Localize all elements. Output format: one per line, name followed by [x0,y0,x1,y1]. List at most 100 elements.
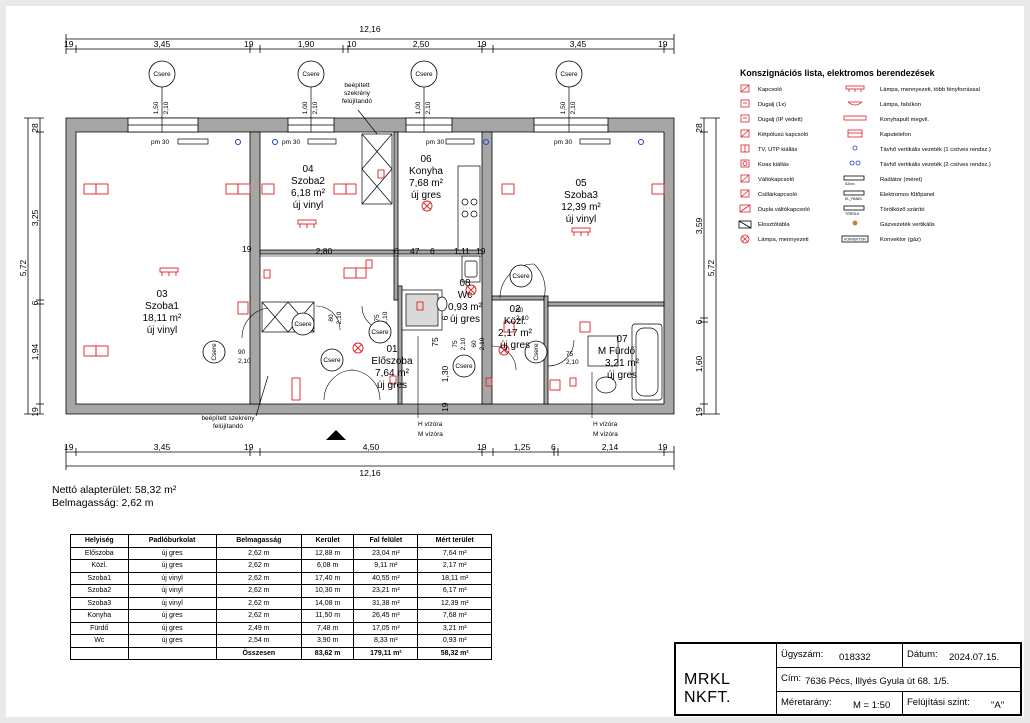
svg-text:7,68 m²: 7,68 m² [409,178,444,189]
room-summary-table: Helyiség Padlóburkolat Belmagasság Kerül… [70,534,492,660]
switch-icon [377,169,385,179]
svg-text:60: 60 [471,340,478,348]
legend-title: Konszignációs lista, elektromos berendez… [740,68,935,78]
floor-plan: 12,16 19 3,45 19 1,90 10 2,50 19 3,45 19… [18,24,991,478]
firm-cell: MRKL NKFT. [675,643,777,715]
table-cell: 179,11 m² [353,646,419,660]
level-label: Felújítási szint: [907,697,970,708]
dim-top-seg: 19 [64,39,74,49]
dimension-top-labels: 12,16 19 3,45 19 1,90 10 2,50 19 3,45 19 [64,24,668,49]
dim-bottom-seg: 19 [244,442,254,452]
ceiling-lamp-icon [352,342,364,354]
note-cabinet-top: szekrény [344,90,371,97]
svg-text:Csere: Csere [512,273,530,280]
dim-left-outer: 5,72 [18,259,28,276]
switch-icon [485,377,493,387]
csere-window-markers: Csere 1,50 2,10 Csere 1,00 2,10 Csere 1,… [148,60,583,132]
csere-door-markers: Csere Csere Csere Csere Csere Csere Cser… [202,264,548,378]
csere-marker: Csere 1,50 2,10 [148,60,176,132]
svg-text:H vízóra: H vízóra [418,421,443,428]
case-value: 018332 [839,652,871,663]
case-cell: Ügyszám: 018332 [776,643,903,668]
svg-text:2,10: 2,10 [312,101,319,114]
dim-bottom-total: 12,16 [359,468,381,478]
note-cabinet-bottom: felújítandó [213,423,243,430]
svg-text:Elektromos fűtőpanel: Elektromos fűtőpanel [880,192,934,198]
dim-right-outer: 5,72 [706,259,716,276]
svg-text:01: 01 [386,344,398,355]
dimension-left [24,117,44,415]
light-icon [159,267,179,276]
col-header: Helyiség [70,534,129,548]
walls [65,117,675,415]
table-cell: 18,11 m² [417,571,492,585]
note-cabinet-top: felújítandó [342,98,372,105]
svg-text:02: 02 [509,304,521,315]
socket-icon [83,183,109,195]
address-value: 7636 Pécs, Illyés Gyula út 68. 1/5. [805,676,950,687]
svg-text:Csere: Csere [455,363,473,370]
firm-name: MRKL NKFT. [684,671,731,706]
svg-text:Csillárkapcsoló: Csillárkapcsoló [758,192,797,198]
svg-text:80: 80 [328,314,335,322]
svg-text:Szoba2: Szoba2 [291,176,325,187]
svg-text:75: 75 [452,340,459,348]
table-cell: 3,21 m² [417,621,492,635]
svg-text:Konyhapult megvil.: Konyhapult megvil. [880,117,929,123]
dim-left-seg: 1,94 [30,343,40,360]
room-03: 03 Szoba1 18,11 m² új vinyl [143,289,182,336]
dim-left-seg: 19 [30,407,40,417]
svg-text:Wc: Wc [458,290,472,301]
dim-bottom-seg: 6 [551,442,556,452]
svg-text:új gres: új gres [450,314,480,325]
svg-text:1,50: 1,50 [560,101,567,114]
col-header: Kerület [301,534,355,548]
dim-left-seg: 3,25 [30,209,40,226]
table-cell [127,646,217,660]
light-icon [571,227,591,236]
room-06: 06 Konyha 7,68 m² új gres [409,154,444,201]
col-header: Mért terület [417,534,492,548]
door-labels: 80 2,10 75 2,10 90 2,10 75 2,10 60 2,10 … [238,307,579,366]
svg-text:Dugalj (IP védett): Dugalj (IP védett) [758,117,803,123]
table-cell: 11,50 m [301,609,355,623]
scale-value: M = 1:50 [853,700,891,711]
svg-text:Csere: Csere [153,71,171,78]
table-cell: Szoba3 [70,596,129,610]
table-cell: új gres [127,634,217,648]
radiators: pm 30 pm 30 pm 30 pm 30 [151,138,644,146]
svg-text:Dugalj (1x): Dugalj (1x) [758,102,786,108]
svg-text:Csere: Csere [294,321,312,328]
dim-bottom-seg: 1,25 [514,442,531,452]
socket-icon [291,377,301,401]
socket-icon [83,345,109,357]
svg-text:2,10: 2,10 [566,359,579,366]
svg-text:75: 75 [430,337,440,347]
csere-marker: Csere [368,320,392,344]
legend-left-labels: Kapcsoló Dugalj (1x) Dugalj (IP védett) … [758,87,810,243]
room-02: 02 Közl. 2,17 m² új gres [498,304,533,351]
table-cell: 6,08 m [301,559,355,573]
svg-text:Kapcsoló: Kapcsoló [758,87,782,93]
csere-marker: Csere 1,00 2,10 [410,60,438,132]
level-value: "A" [991,700,1005,711]
svg-text:6: 6 [430,246,435,256]
dim-top-seg: 19 [477,39,487,49]
svg-text:Csere: Csere [560,71,578,78]
dimension-right [700,117,720,415]
table-cell [70,646,129,660]
table-cell: Előszoba [70,546,129,560]
room-08: 08 Wc 0,93 m² új gres [448,278,483,325]
svg-text:0,93 m²: 0,93 m² [448,302,483,313]
scale-label: Méretarány: [781,697,832,708]
svg-text:04: 04 [302,164,314,175]
svg-text:1,00: 1,00 [415,101,422,114]
table-cell: 23,21 m² [353,584,419,598]
svg-text:Távhő vertikális vezeték (1 cs: Távhő vertikális vezeték (1 csöves rends… [880,147,991,153]
switch-icon [263,269,271,279]
